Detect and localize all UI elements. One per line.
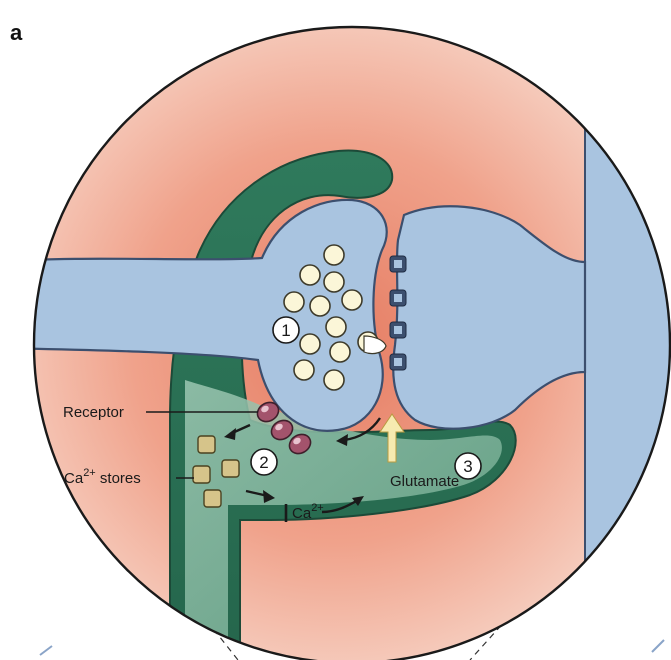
svg-text:1: 1	[281, 321, 290, 340]
svg-text:3: 3	[463, 457, 472, 476]
receptor-label: Receptor	[63, 404, 124, 421]
step-marker-2: 2	[251, 449, 277, 475]
step-marker-1: 1	[273, 317, 299, 343]
glutamate-label: Glutamate	[390, 473, 459, 490]
corner-mark-left	[40, 646, 52, 655]
dendrite-shaft	[585, 0, 671, 660]
ca-stores-label: Ca2+ stores	[64, 467, 141, 487]
corner-mark-right	[652, 640, 664, 652]
svg-text:2: 2	[259, 453, 268, 472]
panel-letter: a	[10, 20, 23, 45]
